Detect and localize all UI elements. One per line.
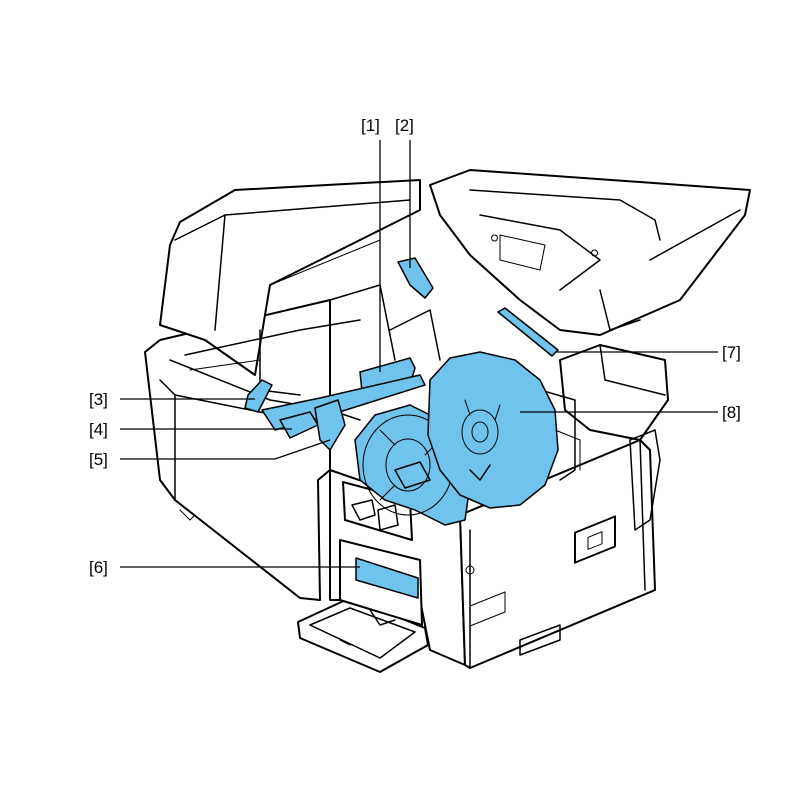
- callout-4: [4]: [89, 420, 108, 439]
- callout-5: [5]: [89, 450, 108, 469]
- callout-7: [7]: [722, 343, 741, 362]
- callout-3: [3]: [89, 390, 108, 409]
- callout-2: [2]: [395, 116, 414, 135]
- part-7-bar: [497, 307, 559, 357]
- leader-lines: [120, 140, 718, 568]
- callout-8: [8]: [722, 403, 741, 422]
- leader-5: [120, 439, 331, 460]
- part-2-bracket: [397, 257, 434, 299]
- part-8-roll-flange: [427, 351, 559, 509]
- highlighted-parts: [244, 257, 559, 599]
- part-6-lever: [355, 557, 419, 599]
- part-3-clip: [244, 379, 273, 413]
- part-5-latch: [314, 399, 346, 451]
- callout-labels: [1] [2] [3] [4] [5] [6] [7] [8]: [89, 116, 741, 577]
- callout-1: [1]: [361, 116, 380, 135]
- upper-right-cover: [429, 169, 751, 336]
- callout-6: [6]: [89, 558, 108, 577]
